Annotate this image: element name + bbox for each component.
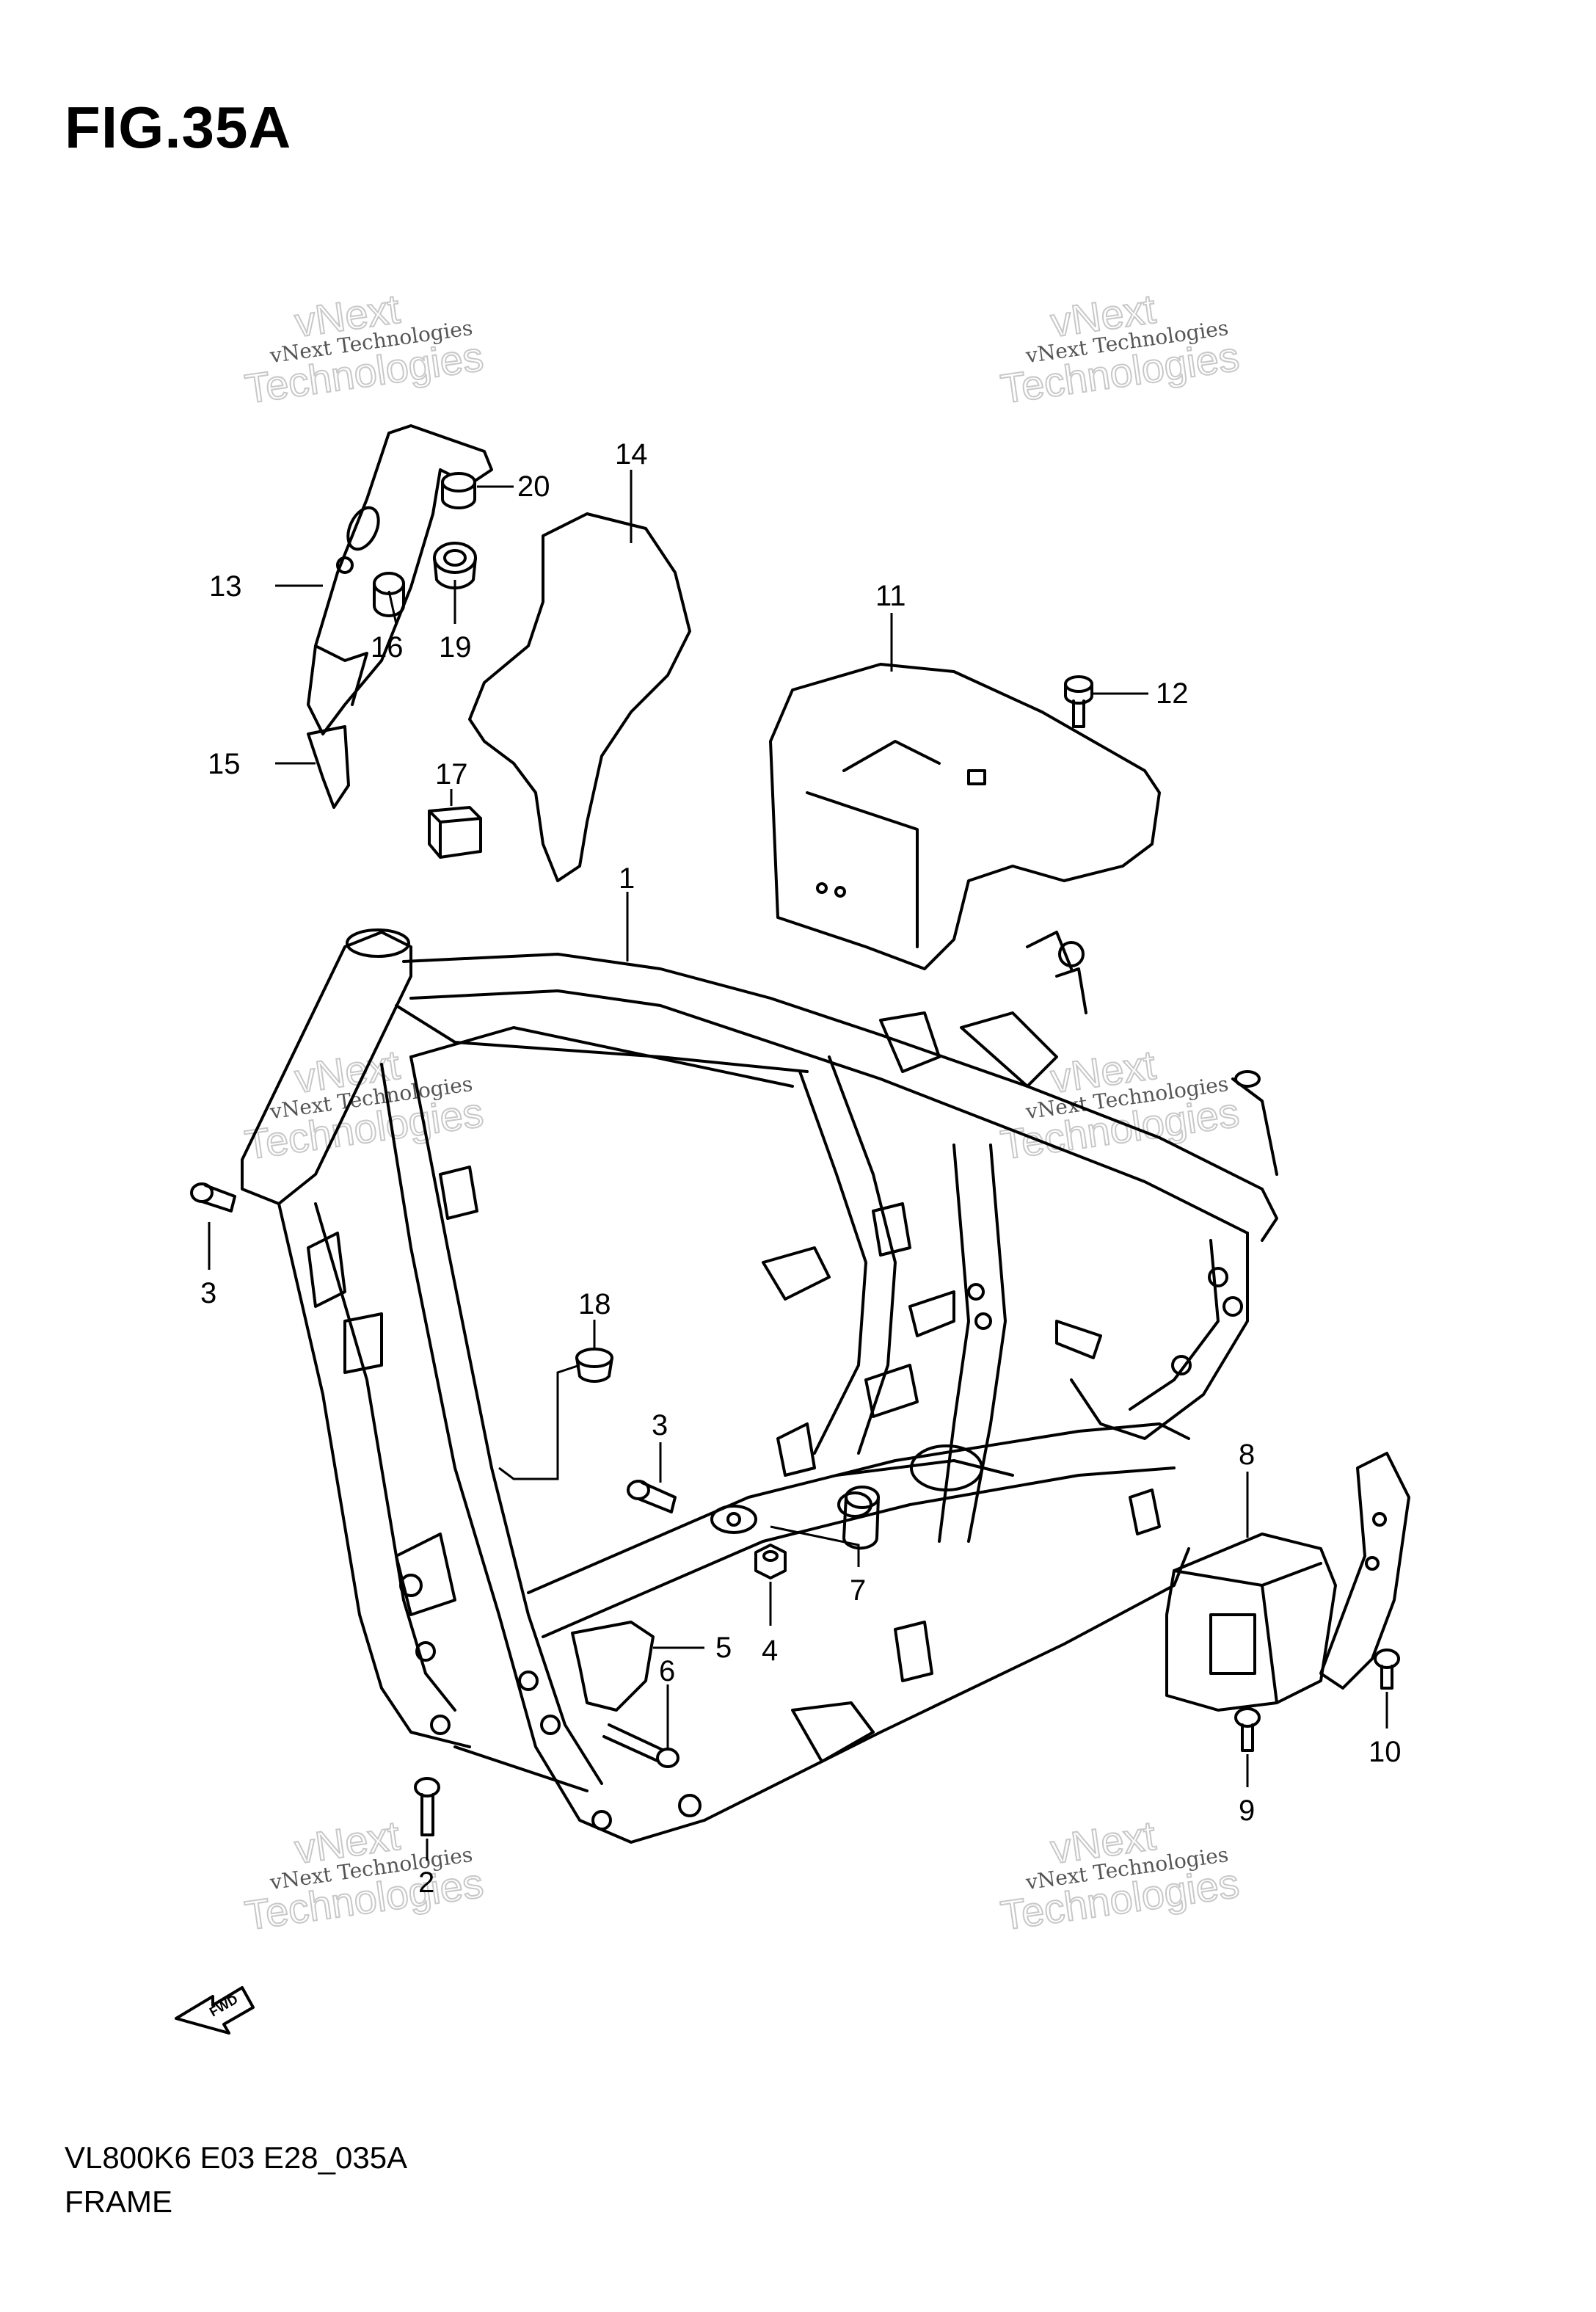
callout-15: 15: [208, 748, 241, 780]
callout-20: 20: [517, 470, 550, 503]
part-20-cushion: [441, 472, 476, 509]
callout-17: 17: [435, 758, 468, 790]
callout-18: 18: [578, 1288, 611, 1320]
part-10-bolt: [1374, 1648, 1400, 1690]
callout-11: 11: [875, 580, 906, 612]
part-11-battery-holder: [769, 663, 1161, 970]
callout-1: 1: [619, 862, 635, 895]
watermark-top-right: vNext vNext Technologies Technologies: [997, 285, 1242, 413]
callout-9: 9: [1239, 1795, 1255, 1827]
fwd-arrow-icon: FWD: [175, 1986, 255, 2035]
figure-title: FIG.35A: [65, 95, 292, 160]
part-1-frame: [241, 928, 1278, 1844]
callout-2: 2: [418, 1866, 434, 1899]
part-18-cap: [575, 1348, 613, 1383]
watermark-top-left: vNext vNext Technologies Technologies: [241, 285, 487, 413]
callout-5: 5: [715, 1632, 732, 1664]
callout-8: 8: [1239, 1439, 1255, 1471]
callout-16: 16: [371, 631, 404, 664]
watermark-mid-right: vNext vNext Technologies Technologies: [997, 1041, 1242, 1169]
callouts: 1 2 3 3 4 5 6 7 8 9 10 11 12 13 14 15 16…: [200, 438, 1402, 1899]
callout-12: 12: [1156, 677, 1189, 710]
part-5-plate: [571, 1621, 655, 1712]
leader-lines: [208, 470, 1388, 1861]
part-2-bolt: [414, 1777, 440, 1836]
figure-name: FRAME: [65, 2184, 172, 2219]
part-4-nut: [754, 1544, 787, 1579]
watermark-group: vNext vNext Technologies Technologies vN…: [241, 285, 1242, 1940]
callout-10: 10: [1369, 1736, 1402, 1768]
callout-7: 7: [850, 1574, 866, 1607]
callout-3-lower: 3: [652, 1409, 668, 1442]
part-14-frame-cover: [468, 512, 691, 882]
part-3-bolt-upper: [190, 1182, 236, 1213]
part-12-bolt: [1064, 675, 1093, 728]
part-8-bracket: [1165, 1452, 1410, 1712]
callout-4: 4: [762, 1635, 778, 1667]
part-7-spacer: [710, 1486, 880, 1550]
callout-3-upper: 3: [200, 1277, 216, 1309]
watermark-bottom-right: vNext vNext Technologies Technologies: [997, 1811, 1242, 1940]
figure-code: VL800K6 E03 E28_035A: [65, 2140, 408, 2175]
part-9-bolt: [1234, 1707, 1261, 1752]
callout-13: 13: [209, 570, 242, 603]
callout-6: 6: [659, 1655, 675, 1687]
callout-14: 14: [615, 438, 648, 470]
part-17-block: [428, 806, 482, 859]
part-3-bolt-lower: [627, 1480, 677, 1513]
watermark-bottom-left: vNext vNext Technologies Technologies: [241, 1811, 487, 1940]
callout-19: 19: [439, 631, 472, 664]
part-15-clip: [307, 725, 350, 809]
